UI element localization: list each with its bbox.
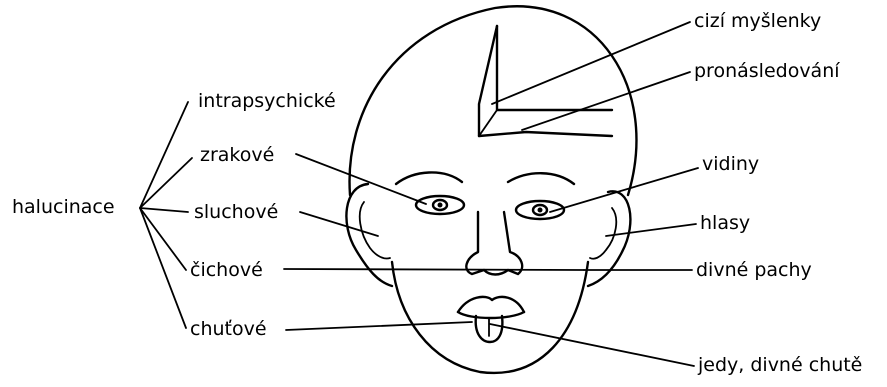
skull-cut-vertical xyxy=(479,26,497,136)
label-halucinace: halucinace xyxy=(12,196,115,218)
lower-lip xyxy=(458,312,524,318)
label-jedy-divne-chute: jedy, divné chutě xyxy=(698,354,862,376)
skull-cut-edge xyxy=(479,110,497,136)
bracket-lines xyxy=(140,102,192,328)
upper-lip xyxy=(458,297,524,312)
label-divne-pachy: divné pachy xyxy=(696,259,812,281)
label-vidiny: vidiny xyxy=(702,153,759,175)
right-ear xyxy=(588,191,630,286)
label-zrakove: zrakové xyxy=(200,144,274,166)
right-pupil xyxy=(538,208,543,213)
label-chutove: chuťové xyxy=(190,318,267,340)
left-pointer-lines xyxy=(284,154,584,330)
left-pupil xyxy=(438,203,443,208)
right-eyebrow xyxy=(508,173,574,184)
skull-outline xyxy=(350,6,637,195)
nose xyxy=(466,212,522,275)
left-ear xyxy=(346,184,392,286)
label-pronasledovani: pronásledování xyxy=(694,60,840,82)
skull-cut-horizontal xyxy=(479,132,612,136)
label-hlasy: hlasy xyxy=(700,212,750,234)
label-sluchove: sluchové xyxy=(194,201,278,223)
label-cizi-myslenky: cizí myšlenky xyxy=(694,10,821,32)
left-eyebrow xyxy=(396,172,462,184)
right-ear-inner xyxy=(590,208,616,259)
left-ear-inner xyxy=(360,202,390,259)
label-intrapsychicke: intrapsychické xyxy=(198,90,336,112)
skull-cut-inner xyxy=(497,26,612,110)
label-cichove: čichové xyxy=(190,259,263,281)
